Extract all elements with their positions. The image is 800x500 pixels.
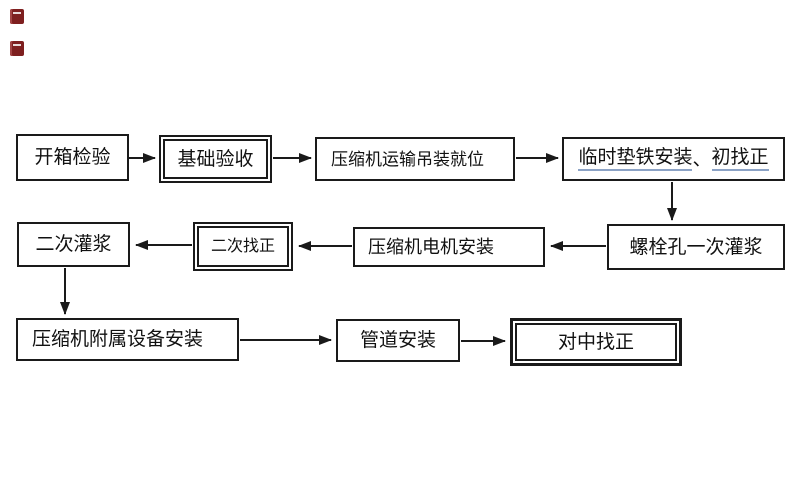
underlined-text: 临时垫铁安装 (578, 148, 693, 171)
flow-node-compressor-motor-installation: 压缩机电机安装 (353, 227, 545, 267)
flow-node-bolt-hole-first-grouting: 螺栓孔一次灌浆 (607, 224, 785, 270)
flow-node-compressor-transport-hoisting: 压缩机运输吊装就位 (315, 137, 515, 181)
flow-node-secondary-grouting: 二次灌浆 (17, 222, 130, 267)
flow-node-temporary-shim-initial-alignment: 临时垫铁安装、初找正 (562, 137, 785, 181)
flow-node-foundation-acceptance: 基础验收 (159, 135, 272, 183)
image-placeholder-icon (10, 9, 24, 24)
plain-text: 、 (692, 148, 712, 170)
flow-node-label: 对中找正 (515, 323, 677, 361)
flow-node-label: 二次找正 (197, 226, 289, 267)
flow-node-label: 基础验收 (163, 139, 268, 179)
flow-node-unpacking-inspection: 开箱检验 (16, 134, 129, 181)
image-placeholder-icon (10, 41, 24, 56)
flow-node-pipeline-installation: 管道安装 (336, 319, 460, 362)
flow-node-auxiliary-equipment-installation: 压缩机附属设备安装 (16, 318, 239, 361)
flow-node-secondary-alignment: 二次找正 (193, 222, 293, 271)
flow-node-centering-alignment: 对中找正 (510, 318, 682, 366)
underlined-text: 初找正 (711, 148, 769, 171)
